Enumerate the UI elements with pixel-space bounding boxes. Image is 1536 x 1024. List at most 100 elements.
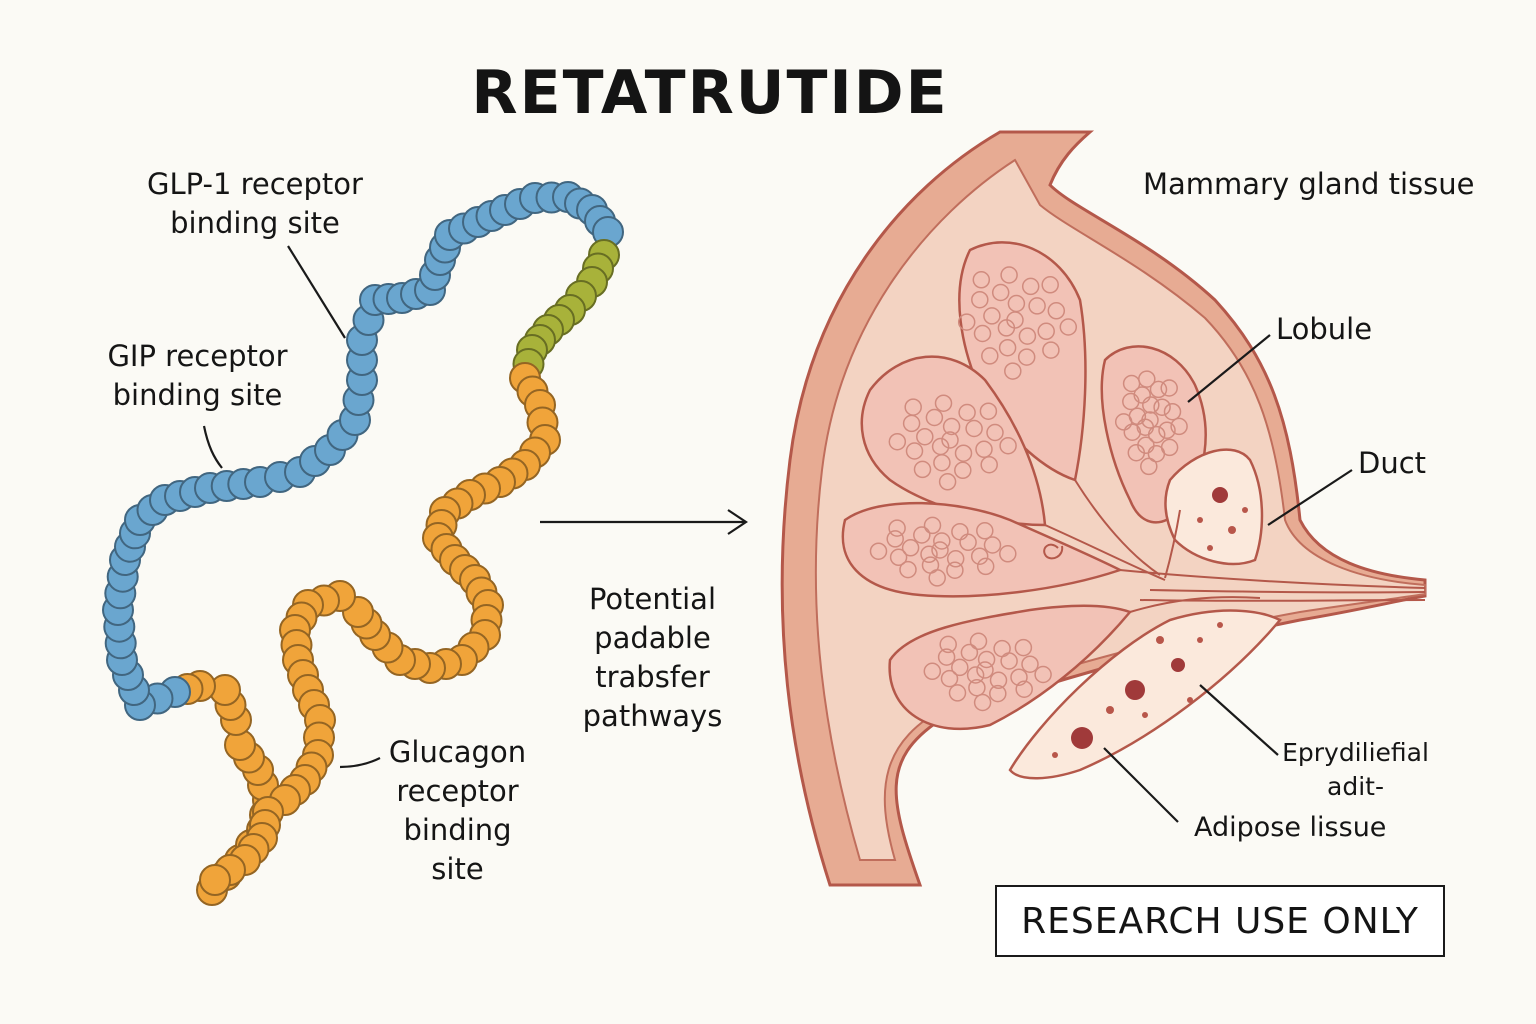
duct-cell-1 [1197, 517, 1203, 523]
alveolus-44 [931, 541, 949, 559]
alveolus-78 [937, 648, 956, 666]
alveolus-54 [951, 522, 969, 541]
alveolus-31 [905, 442, 924, 460]
duct-upper [1164, 448, 1264, 566]
duct-cell-2 [1228, 526, 1236, 534]
leader-lines [202, 245, 1353, 823]
adipose-label: Adipose lissue [1194, 812, 1387, 843]
alveolus-46 [933, 532, 951, 550]
lobule-texture [869, 266, 1188, 712]
alveolus-5 [1028, 297, 1046, 315]
duct-line-2 [1119, 569, 1426, 589]
alveolus-80 [948, 684, 967, 702]
alveolus-24 [942, 417, 961, 436]
duct-line-4 [1164, 509, 1181, 579]
alveolus-58 [899, 560, 917, 579]
alveolus-12 [971, 290, 989, 309]
alveolus-98 [1149, 380, 1168, 399]
lobule-2 [860, 355, 1047, 527]
alveolus-37 [934, 394, 953, 412]
alveolus-84 [1014, 638, 1033, 657]
alveolus-39 [888, 432, 907, 451]
alveolus-70 [951, 658, 969, 677]
duct-cell-14 [1187, 697, 1193, 703]
duct-line-5 [1149, 589, 1426, 594]
duct-cell-8 [1106, 706, 1114, 714]
transfer-arrowhead [727, 509, 748, 535]
lobule-1 [958, 241, 1087, 482]
alveolus-86 [939, 635, 957, 654]
duct-cell-6 [1071, 727, 1093, 749]
alveolus-83 [923, 662, 942, 681]
alveolus-38 [980, 455, 998, 474]
alveolus-105 [1114, 413, 1133, 431]
alveolus-76 [993, 639, 1011, 658]
alveolus-90 [1142, 396, 1160, 414]
alveolus-19 [1004, 362, 1022, 380]
alveolus-101 [1163, 402, 1182, 421]
duct-label: Duct [1358, 446, 1427, 480]
leader-lobule [1187, 334, 1271, 403]
duct-cell-4 [1207, 545, 1213, 551]
alveolus-18 [1041, 276, 1059, 294]
alveolus-20 [972, 271, 991, 289]
gip-label: GIP receptor binding site [107, 339, 288, 412]
alveolus-43 [999, 436, 1017, 455]
alveolus-40 [979, 402, 998, 420]
alveolus-74 [1010, 668, 1028, 686]
alveolus-14 [981, 347, 999, 365]
alveolus-1 [997, 319, 1016, 337]
alveolus-36 [913, 460, 932, 479]
duct-line-1 [1044, 524, 1166, 581]
mammary-label: Mammary gland tissue [1143, 167, 1475, 201]
alveolus-17 [957, 313, 976, 331]
alveolus-72 [968, 678, 986, 697]
research-use-badge: RESEARCH USE ONLY [995, 885, 1445, 957]
leader-epry [1199, 684, 1279, 756]
alveolus-100 [1122, 392, 1140, 411]
duct-cell-5 [1125, 680, 1145, 700]
alveolus-26 [916, 427, 934, 446]
alveolus-22 [941, 431, 959, 449]
alveolus-48 [901, 539, 920, 557]
alveolus-9 [973, 324, 992, 343]
alveolus-32 [958, 403, 976, 422]
duct-cell-11 [1052, 752, 1058, 758]
alveolus-93 [1153, 398, 1171, 416]
alveolus-77 [989, 684, 1007, 703]
alveolus-109 [1170, 417, 1188, 436]
alveolus-108 [1122, 374, 1141, 393]
alveolus-66 [976, 661, 994, 679]
alveolus-51 [913, 526, 931, 544]
alveolus-59 [923, 516, 942, 535]
duct-cell-3 [1242, 507, 1248, 513]
alveolus-106 [1160, 379, 1178, 397]
alveolus-82 [1015, 680, 1033, 698]
duct-cell-9 [1156, 636, 1164, 644]
duct-lines [1044, 479, 1426, 613]
alveolus-96 [1158, 421, 1176, 440]
leader-adipose [1103, 747, 1179, 823]
alveolus-6 [998, 338, 1017, 357]
alveolus-10 [1021, 277, 1040, 296]
alveolus-29 [925, 408, 944, 427]
alveolus-102 [1127, 443, 1146, 462]
leader-glp1 [287, 245, 346, 339]
page-title: RETATRUTIDE [471, 58, 949, 128]
lobule-3 [841, 501, 1124, 598]
alveolus-4 [983, 307, 1001, 325]
glucagon-label: Glucagon receptor binding site [388, 735, 527, 886]
alveolus-33 [954, 461, 972, 480]
alveolus-107 [1140, 457, 1158, 476]
alveolus-69 [989, 671, 1008, 690]
alveolus-52 [970, 547, 989, 565]
alveolus-63 [928, 569, 946, 587]
alveolus-42 [904, 398, 922, 416]
alveolus-35 [986, 423, 1004, 442]
duct-line-6 [1139, 599, 1426, 602]
duct-cell-7 [1171, 658, 1185, 672]
alveolus-75 [940, 669, 959, 688]
pathways-label: Potential padable trabsfer pathways [582, 582, 723, 733]
alveolus-8 [1037, 322, 1055, 341]
duct-line-0 [1074, 479, 1161, 576]
